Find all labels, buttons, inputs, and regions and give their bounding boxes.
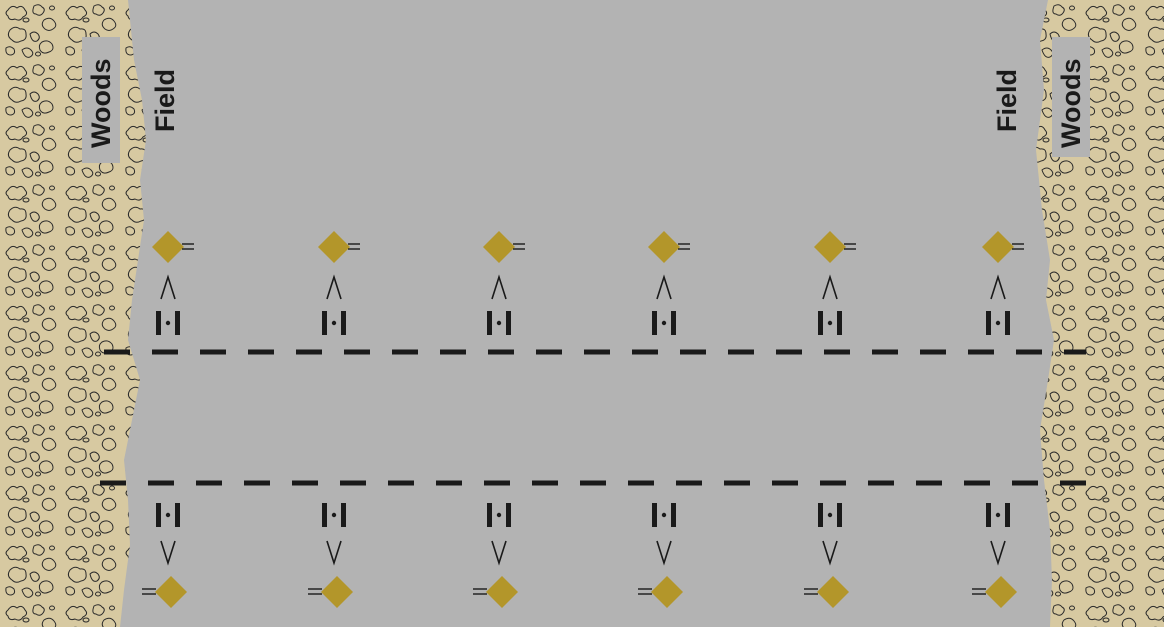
- diamond-marker-icon: [318, 231, 360, 263]
- diamond-marker-icon: [152, 231, 194, 263]
- right-woods-label: Woods: [1056, 59, 1086, 149]
- diamond-marker-icon: [814, 231, 856, 263]
- caret-down-icon: [160, 540, 176, 566]
- left-woods-label-box: [82, 37, 120, 163]
- caret-down-icon: [491, 540, 507, 566]
- vehicle-icon: [986, 503, 1010, 527]
- vehicle-icon: [818, 311, 842, 335]
- vehicle-icon: [487, 503, 511, 527]
- right-field-label: Field: [992, 69, 1022, 132]
- bottom-unit: [308, 503, 353, 608]
- caret-up-icon: [990, 274, 1006, 300]
- top-unit: [152, 231, 194, 335]
- bottom-unit: [972, 503, 1017, 608]
- vehicle-icon: [652, 503, 676, 527]
- vehicle-icon: [156, 311, 180, 335]
- diamond-marker-icon: [804, 576, 849, 608]
- vehicle-icon: [818, 503, 842, 527]
- diamond-marker-icon: [142, 576, 187, 608]
- vehicle-icon: [652, 311, 676, 335]
- top-unit: [814, 231, 856, 335]
- diamond-marker-icon: [638, 576, 683, 608]
- bottom-unit: [638, 503, 683, 608]
- right-woods-label-box: [1052, 37, 1090, 157]
- caret-up-icon: [656, 274, 672, 300]
- top-unit: [982, 231, 1024, 335]
- bottom-unit: [142, 503, 187, 608]
- diamond-marker-icon: [648, 231, 690, 263]
- diamond-marker-icon: [308, 576, 353, 608]
- field-area: [120, 0, 1054, 627]
- caret-down-icon: [326, 540, 342, 566]
- diamond-marker-icon: [982, 231, 1024, 263]
- bottom-unit: [804, 503, 849, 608]
- bottom-row: [142, 503, 1017, 608]
- caret-up-icon: [326, 274, 342, 300]
- bottom-unit: [473, 503, 518, 608]
- vehicle-icon: [156, 503, 180, 527]
- caret-down-icon: [990, 540, 1006, 566]
- caret-down-icon: [656, 540, 672, 566]
- vehicle-icon: [487, 311, 511, 335]
- caret-up-icon: [160, 274, 176, 300]
- caret-up-icon: [822, 274, 838, 300]
- vehicle-icon: [322, 503, 346, 527]
- top-row: [152, 231, 1024, 335]
- top-unit: [318, 231, 360, 335]
- top-unit: [648, 231, 690, 335]
- diamond-marker-icon: [972, 576, 1017, 608]
- caret-up-icon: [491, 274, 507, 300]
- diamond-marker-icon: [473, 576, 518, 608]
- vehicle-icon: [322, 311, 346, 335]
- top-unit: [483, 231, 525, 335]
- vehicle-icon: [986, 311, 1010, 335]
- diamond-marker-icon: [483, 231, 525, 263]
- left-woods-label: Woods: [86, 59, 116, 149]
- left-field-label: Field: [150, 69, 180, 132]
- caret-down-icon: [822, 540, 838, 566]
